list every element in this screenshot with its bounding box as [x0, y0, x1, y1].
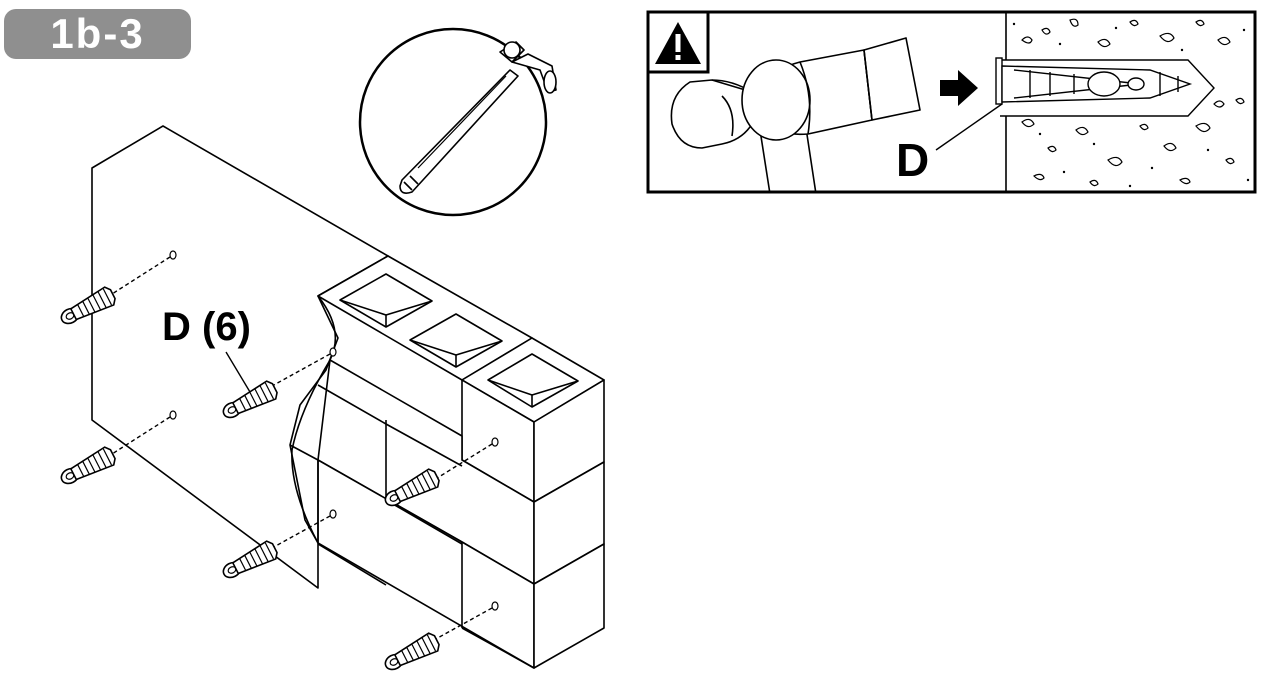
anchor-detail-label: D — [896, 134, 929, 186]
wall-anchor — [56, 444, 119, 490]
hammer-icon — [399, 41, 557, 194]
tool-callout — [358, 27, 557, 217]
drill-hole — [169, 250, 177, 260]
tool-circle — [358, 27, 548, 217]
anchor-count-leader — [225, 351, 251, 393]
drill-hole — [169, 410, 177, 420]
wall-anchor — [218, 538, 281, 584]
anchor-count-label: D (6) — [162, 305, 251, 349]
drill-holes — [169, 250, 499, 611]
anchor-detail-leader — [935, 103, 1003, 151]
warning-triangle-icon — [646, 10, 710, 74]
drill-hole — [329, 347, 337, 357]
hammer-closeup — [670, 37, 921, 192]
drill-hole — [329, 509, 337, 519]
step-number-badge: 1b-3 — [4, 9, 191, 59]
masonry-wall — [91, 125, 605, 669]
warning-detail-panel: D — [646, 10, 1257, 194]
concrete-section — [995, 12, 1250, 192]
direction-arrow-icon — [940, 70, 978, 106]
guide-lines — [111, 256, 493, 641]
drill-hole — [491, 601, 499, 611]
drill-hole — [491, 437, 499, 447]
wall-anchor — [380, 630, 443, 676]
